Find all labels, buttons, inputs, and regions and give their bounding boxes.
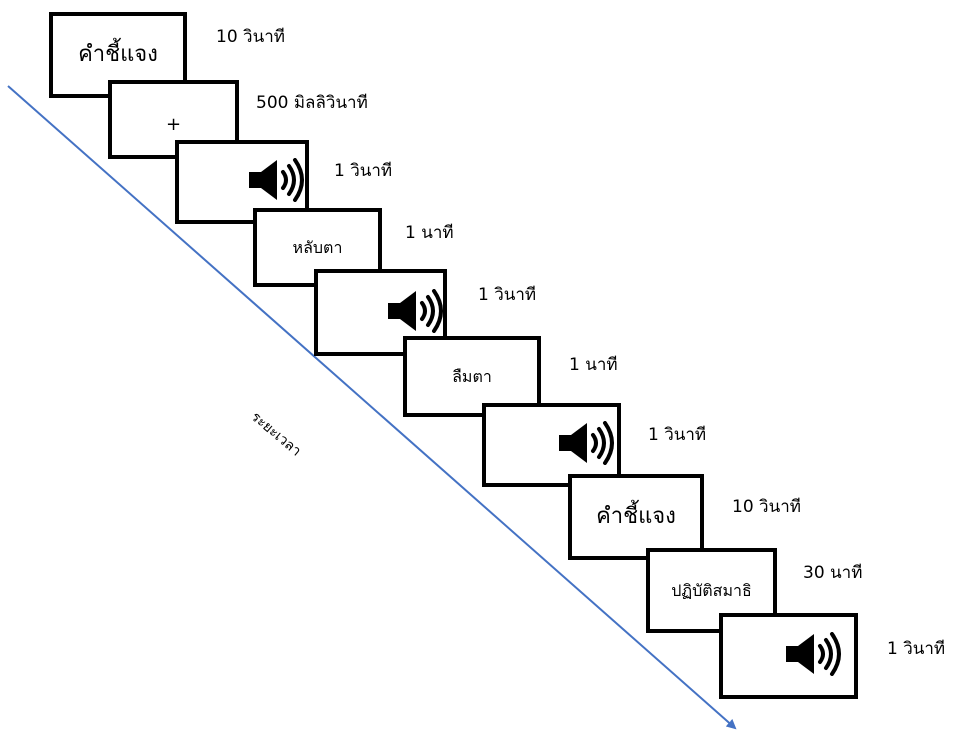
speaker-icon [557, 421, 617, 469]
stimulus-screen-9: ปฏิบัติสมาธิ [646, 548, 777, 633]
screen-text: ปฏิบัติสมาธิ [671, 580, 752, 600]
duration-label: 1 วินาที [887, 639, 946, 659]
screen-text: คำชี้แจง [78, 42, 158, 67]
stimulus-screen-6: ลืมตา [403, 336, 541, 417]
stimulus-screen-3 [175, 140, 309, 224]
duration-label: 30 นาที [803, 563, 863, 583]
duration-label: 1 วินาที [648, 425, 707, 445]
duration-label: 1 วินาที [334, 161, 393, 181]
screen-text: + [165, 113, 182, 135]
speaker-icon [247, 158, 307, 206]
duration-label: 1 นาที [405, 223, 454, 243]
stimulus-screen-8: คำชี้แจง [568, 474, 704, 560]
duration-label: 1 นาที [569, 355, 618, 375]
duration-label: 500 มิลลิวินาที [256, 93, 368, 113]
stimulus-screen-7 [482, 403, 621, 487]
speaker-icon [386, 288, 446, 337]
duration-label: 10 วินาที [732, 497, 801, 517]
duration-label: 1 วินาที [478, 285, 537, 305]
screen-text: ลืมตา [452, 366, 492, 386]
duration-label: 10 วินาที [216, 27, 285, 47]
speaker-icon [784, 632, 844, 680]
stimulus-screen-10 [719, 613, 858, 699]
screen-text: คำชี้แจง [596, 504, 676, 529]
screen-text: หลับตา [292, 237, 343, 257]
